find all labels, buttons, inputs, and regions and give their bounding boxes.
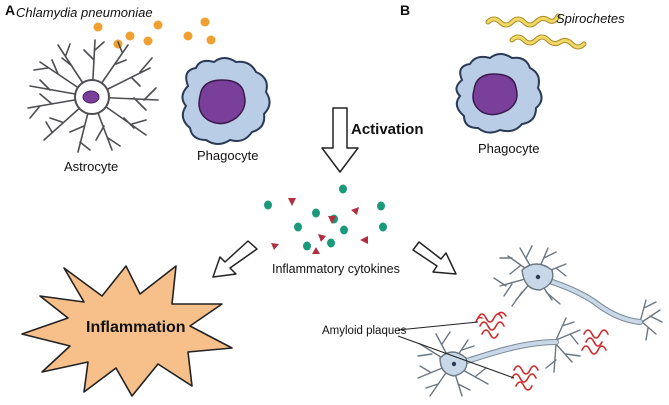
phagocyte-b-cell [455, 53, 543, 134]
amyloid-plaques [475, 311, 609, 391]
amyloid-plaque-1 [475, 311, 507, 339]
chlamydia-label: Chlamydia pneumoniae [16, 5, 153, 20]
activation-arrow [321, 107, 359, 173]
chlamydia-bacteria-dots [93, 17, 216, 49]
arrow-to-neurons [412, 241, 457, 275]
panel-a-letter: A [5, 2, 16, 18]
amyloid-plaque-2 [511, 365, 539, 391]
phagocyte-b-label: Phagocyte [478, 141, 540, 156]
neuron-lower [417, 317, 581, 397]
inflammation-label: Inflammation [86, 319, 186, 336]
panel-b-letter: B [400, 2, 411, 18]
cytokines-label: Inflammatory cytokines [272, 262, 400, 276]
spirochetes-label: Spirochetes [556, 11, 625, 26]
activation-label: Activation [351, 121, 424, 138]
cytokine-particles [264, 184, 387, 254]
phagocyte-a-cell [181, 57, 271, 145]
inflammation-burst [21, 265, 233, 397]
astrocyte-label: Astrocyte [64, 159, 119, 174]
astrocyte-cell [27, 39, 159, 153]
spirochetes-bacteria [485, 13, 587, 50]
amyloid-pointer-lines [397, 321, 515, 379]
arrow-to-inflammation [212, 240, 258, 278]
neuron-upper [493, 245, 663, 341]
amyloid-plaques-label: Amyloid plaques [322, 325, 407, 337]
amyloid-plaque-3 [581, 329, 609, 355]
phagocyte-a-label: Phagocyte [197, 148, 259, 163]
